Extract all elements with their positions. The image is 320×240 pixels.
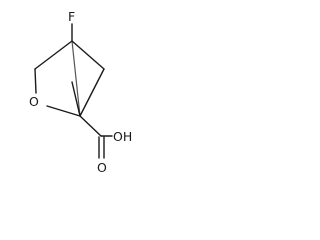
carbonyl-oxygen-label: O bbox=[97, 160, 107, 175]
bond-c4-c3 bbox=[34, 40, 73, 70]
bond-c1-c4-bridge bbox=[71, 40, 81, 117]
bond-o-c1 bbox=[46, 105, 81, 117]
fluorine-label: F bbox=[68, 9, 75, 24]
bond-c3-o bbox=[34, 68, 37, 94]
bond-c1-carboxyl bbox=[79, 115, 102, 137]
bond-c1-c6 bbox=[71, 81, 81, 117]
ring-oxygen-label: O bbox=[29, 94, 39, 109]
bonds bbox=[34, 23, 113, 159]
hydroxyl-label: OH bbox=[113, 129, 132, 144]
molecule-structure: F O OH O bbox=[29, 9, 132, 175]
bond-c4-c5 bbox=[71, 40, 105, 70]
bond-c5-c1 bbox=[79, 68, 105, 117]
